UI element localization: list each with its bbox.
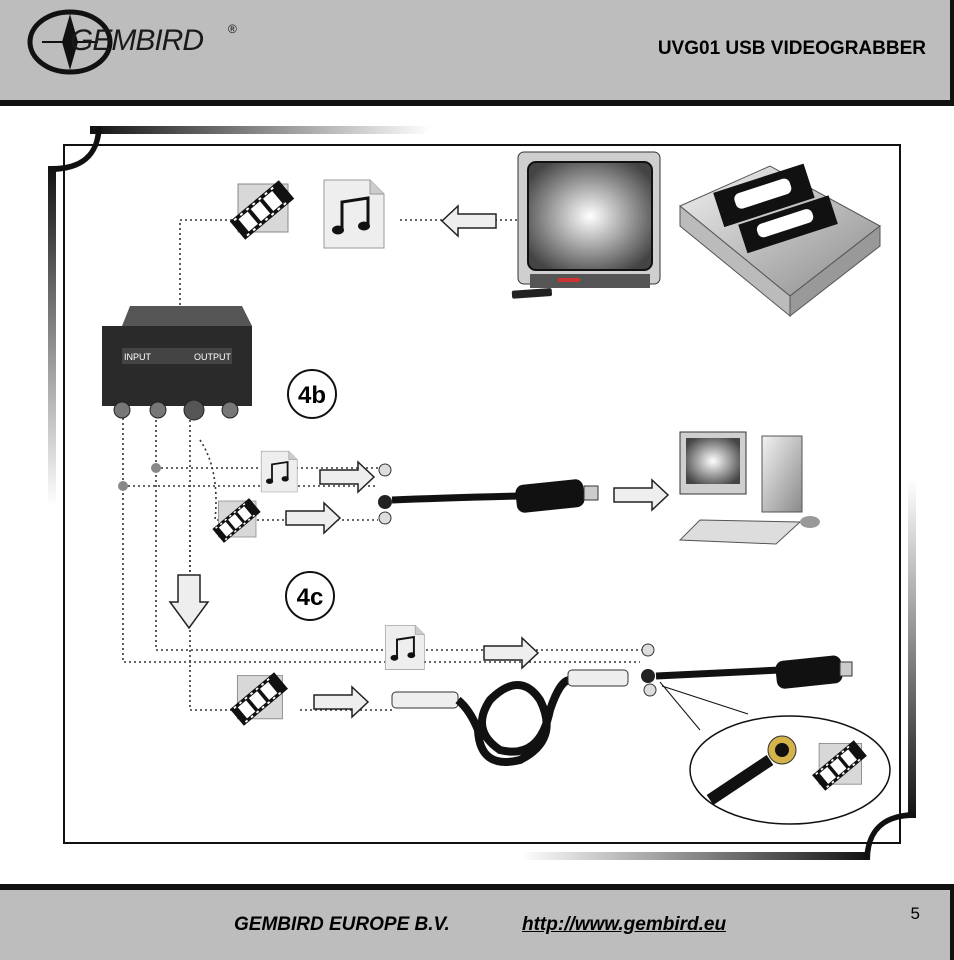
scart-adapter-icon: INPUT OUTPUT	[102, 306, 252, 421]
website-link[interactable]: http://www.gembird.eu	[522, 914, 727, 935]
vcr-icon	[679, 163, 881, 318]
svideo-plug-icon	[706, 735, 797, 805]
logo-wordmark: GEMBIRD	[70, 24, 204, 57]
page-number: 5	[910, 904, 920, 923]
registered-mark: ®	[228, 22, 237, 36]
audio-file-icon	[322, 178, 386, 250]
computer-icon	[678, 431, 820, 545]
product-title: UVG01 USB VIDEOGRABBER	[657, 38, 926, 59]
page-footer: GEMBIRD EUROPE B.V. http://www.gembird.e…	[0, 884, 954, 960]
video-file-icon	[229, 179, 295, 241]
svideo-cable	[391, 669, 629, 766]
svg-text:4b: 4b	[298, 382, 326, 409]
step-4b-label: 4b	[287, 369, 337, 419]
page-header: GEMBIRD ® UVG01 USB VIDEOGRABBER	[0, 0, 954, 106]
usb-grabber-icon	[378, 463, 599, 525]
company-name: GEMBIRD EUROPE B.V.	[234, 914, 450, 935]
adapter-output-label: OUTPUT	[194, 352, 232, 362]
connection-diagram: INPUT OUTPUT 4b 4c	[48, 126, 916, 860]
step-4c-label: 4c	[285, 571, 335, 621]
adapter-input-label: INPUT	[124, 352, 152, 362]
svg-text:4c: 4c	[297, 584, 324, 611]
usb-grabber-icon-2	[641, 643, 853, 697]
gembird-logo	[27, 9, 113, 75]
tv-icon	[511, 151, 661, 299]
